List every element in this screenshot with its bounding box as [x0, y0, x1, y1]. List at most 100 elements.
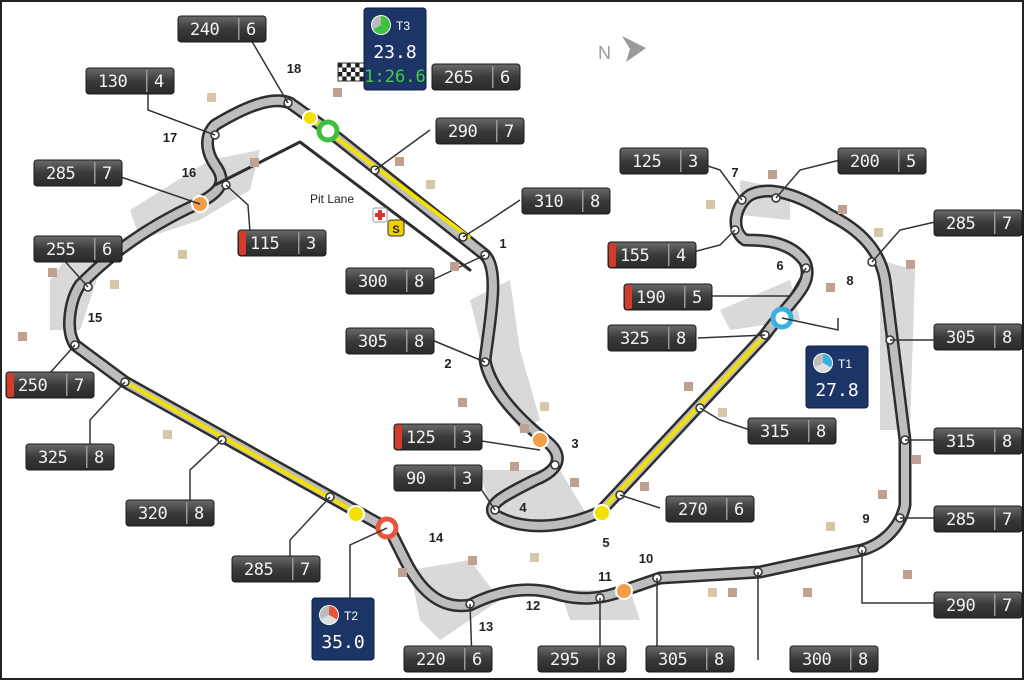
- sector-time: 23.8: [373, 42, 416, 63]
- speed-value: 305: [358, 332, 387, 352]
- speed-value: 290: [946, 596, 975, 616]
- gear-value: 8: [606, 650, 616, 670]
- gear-value: 6: [734, 500, 744, 520]
- turn-number-6: 6: [776, 258, 783, 273]
- speed-gear-box: 300 8: [345, 267, 435, 295]
- medical-icon: [372, 207, 388, 223]
- svg-text:N: N: [598, 43, 611, 63]
- gear-value: 8: [94, 448, 104, 468]
- gear-value: 8: [816, 422, 826, 442]
- speed-value: 285: [946, 214, 975, 234]
- turn-number-4: 4: [519, 500, 527, 515]
- gear-value: 6: [500, 68, 510, 88]
- braking-indicator: [395, 425, 402, 449]
- speed-gear-box: 290 7: [933, 591, 1023, 619]
- braking-indicator: [239, 231, 246, 255]
- sector-label: T2: [344, 609, 358, 623]
- gear-value: 7: [74, 376, 84, 396]
- speed-gear-box: 240 6: [177, 15, 267, 43]
- speed-value: 190: [636, 288, 665, 308]
- speed-value: 300: [358, 272, 387, 292]
- turn-number-5: 5: [602, 535, 609, 550]
- speed-value: 295: [550, 650, 579, 670]
- track: [63, 94, 912, 613]
- drs-detection-marker: [593, 504, 611, 522]
- gear-value: 3: [306, 234, 316, 254]
- gear-value: 8: [414, 332, 424, 352]
- speed-value: 255: [46, 240, 75, 260]
- speed-gear-box: 265 6: [431, 63, 521, 91]
- speed-gear-box: 325 8: [25, 443, 115, 471]
- sector-t3-marker: [316, 119, 340, 143]
- sector-time: 35.0: [321, 632, 364, 653]
- turn-number-10: 10: [639, 551, 653, 566]
- gear-value: 4: [154, 72, 164, 92]
- speed-value: 130: [98, 72, 127, 92]
- speed-value: 325: [620, 329, 649, 349]
- speed-gear-box: 315 8: [933, 427, 1023, 455]
- speed-value: 285: [244, 560, 273, 580]
- gear-value: 8: [858, 650, 868, 670]
- speed-value: 305: [946, 328, 975, 348]
- speed-value: 240: [190, 20, 219, 40]
- gear-value: 3: [462, 428, 472, 448]
- gear-value: 7: [1002, 214, 1012, 234]
- gear-value: 7: [504, 122, 514, 142]
- leader-lines: [39, 37, 936, 661]
- speed-value: 285: [46, 164, 75, 184]
- sector-badge-icon: [319, 605, 339, 625]
- gear-value: 7: [102, 164, 112, 184]
- gear-value: 7: [1002, 510, 1012, 530]
- turn-number-2: 2: [444, 356, 451, 371]
- braking-marker: [531, 431, 549, 449]
- speed-trap-markers: [70, 98, 910, 609]
- turn-number-15: 15: [88, 310, 102, 325]
- speed-value: 265: [444, 68, 473, 88]
- turn-number-13: 13: [479, 619, 493, 634]
- turn-number-16: 16: [182, 165, 196, 180]
- speed-value: 90: [406, 469, 426, 489]
- drs-detection-marker: [347, 505, 365, 523]
- speed-value: 325: [38, 448, 67, 468]
- svg-text:S: S: [392, 224, 399, 236]
- sector-badge-icon: [813, 353, 833, 373]
- speed-gear-box: 305 8: [345, 327, 435, 355]
- sector-box-t2: T2 35.0: [311, 597, 375, 661]
- turn-number-17: 17: [163, 130, 177, 145]
- speed-gear-box: 285 7: [933, 209, 1023, 237]
- drs-detection-marker: [302, 110, 318, 126]
- gear-value: 8: [1002, 432, 1012, 452]
- gear-value: 8: [414, 272, 424, 292]
- sector-time: 27.8: [815, 380, 858, 401]
- sector-badge-icon: [371, 15, 391, 35]
- speed-value: 315: [946, 432, 975, 452]
- speed-value: 320: [138, 504, 167, 524]
- gear-value: 8: [590, 192, 600, 212]
- turn-number-7: 7: [731, 165, 738, 180]
- gear-value: 8: [194, 504, 204, 524]
- braking-indicator: [625, 285, 632, 309]
- gear-value: 6: [246, 20, 256, 40]
- turn-number-3: 3: [571, 436, 578, 451]
- gear-value: 3: [688, 152, 698, 172]
- turn-number-8: 8: [846, 273, 853, 288]
- gear-value: 8: [714, 650, 724, 670]
- gear-value: 3: [462, 469, 472, 489]
- gear-value: 7: [1002, 596, 1012, 616]
- speed-gear-box: 90 3: [393, 464, 483, 492]
- speed-value: 200: [850, 152, 879, 172]
